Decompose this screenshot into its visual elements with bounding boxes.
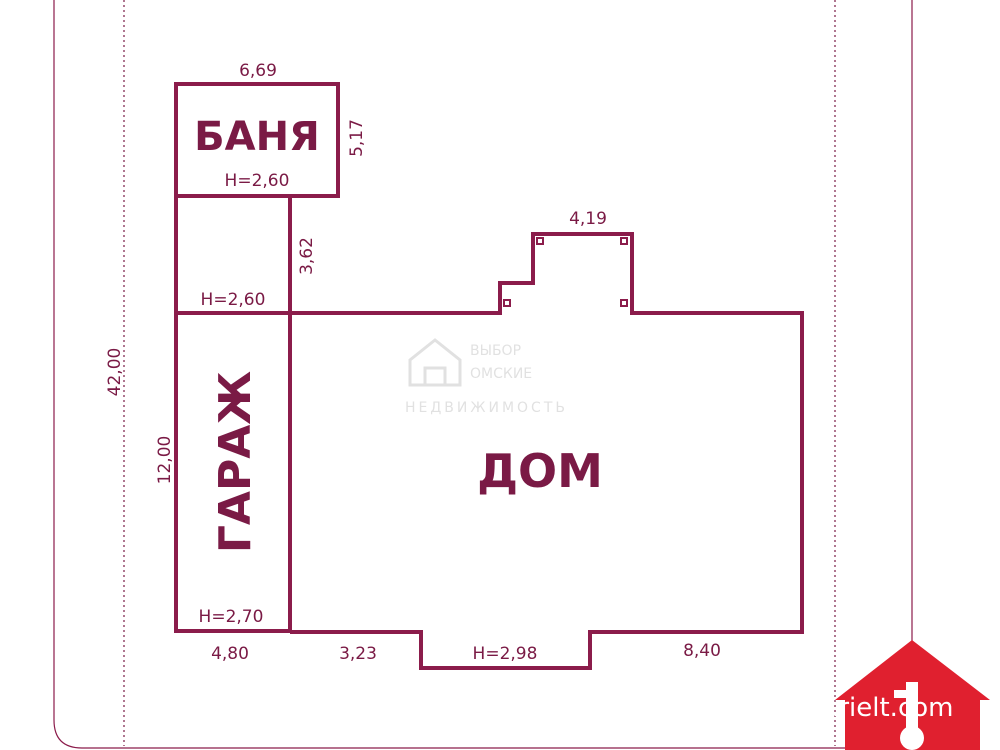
banya-width-dimension: 6,69 xyxy=(239,61,277,81)
garage-height-label: H=2,70 xyxy=(199,607,264,627)
plot-length-dimension: 42,00 xyxy=(105,348,125,397)
watermark-line2: ОМСКИЕ xyxy=(470,366,532,382)
house-bottom-left-dimension: 3,23 xyxy=(339,644,377,664)
passage-height-label: H=2,60 xyxy=(201,290,266,310)
house-outline xyxy=(290,232,804,670)
porch-corner-markers xyxy=(503,237,628,307)
garage-length-dimension: 12,00 xyxy=(155,436,175,485)
garage-outline xyxy=(174,311,292,633)
passage-length-dimension: 3,62 xyxy=(297,237,317,275)
plot-inner-boundary xyxy=(123,0,836,746)
house-bottom-right-dimension: 8,40 xyxy=(683,641,721,661)
key-head xyxy=(900,726,924,750)
banya-label: БАНЯ xyxy=(194,114,320,160)
watermark-logo: ВЫБОР ОМСКИЕ НЕДВИЖИМОСТЬ xyxy=(405,338,568,416)
banya-height-label: H=2,60 xyxy=(225,171,290,191)
banya-depth-dimension: 5,17 xyxy=(347,119,367,157)
key-shaft xyxy=(906,682,918,728)
watermark-line1: ВЫБОР xyxy=(470,343,521,359)
garage-width-dimension: 4,80 xyxy=(211,644,249,664)
porch-width-dimension: 4,19 xyxy=(569,209,607,229)
house-height-label: H=2,98 xyxy=(473,644,538,664)
garage-label: ГАРАЖ xyxy=(210,371,261,553)
watermark-line3: НЕДВИЖИМОСТЬ xyxy=(405,400,568,416)
key-tooth xyxy=(894,690,906,698)
watermark-house-icon xyxy=(408,338,462,387)
house-label: ДОМ xyxy=(477,444,603,498)
brand-site-text: omskrielt.com xyxy=(769,693,954,723)
brand-logo xyxy=(835,640,990,750)
